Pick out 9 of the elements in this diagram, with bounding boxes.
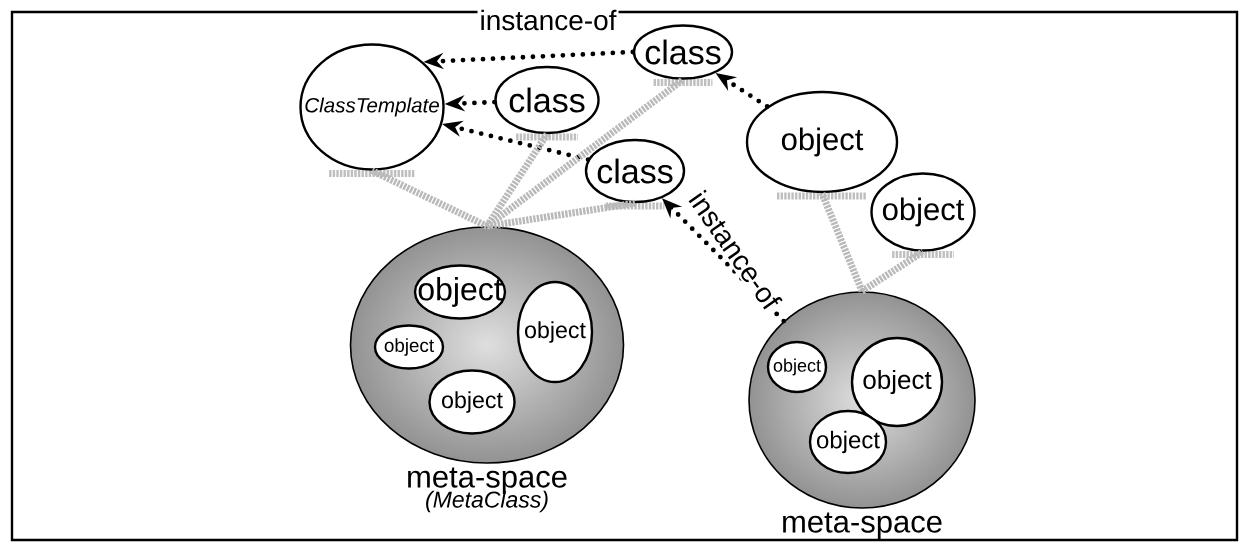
space-label: meta-space (MetaClass) — [408, 467, 567, 513]
stippled-link — [860, 248, 925, 295]
space-label: meta-space — [783, 512, 942, 539]
edge-label: instance-of — [477, 7, 619, 33]
stippled-link — [486, 199, 636, 230]
stippled-link — [484, 132, 550, 229]
stippled-link — [370, 167, 489, 230]
stippled-link — [818, 191, 866, 293]
stippled-link — [484, 76, 686, 229]
